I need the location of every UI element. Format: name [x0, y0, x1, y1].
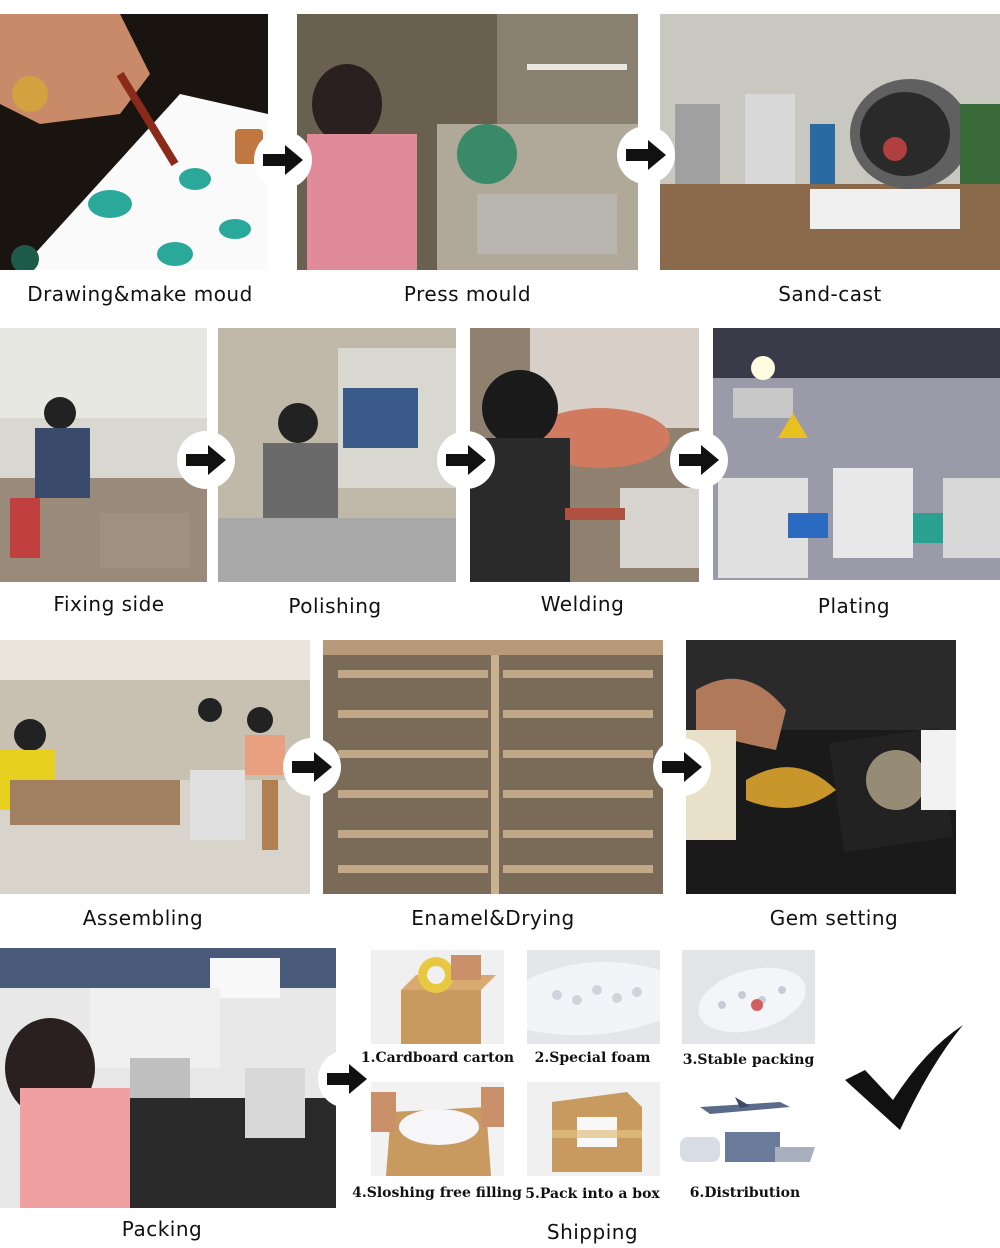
arrow-right-icon — [662, 752, 702, 782]
enamel-drying-photo — [323, 640, 663, 894]
fixing-side-photo — [0, 328, 207, 582]
step-caption-fixing: Fixing side — [53, 592, 165, 616]
arrow-7 — [653, 738, 711, 796]
step-caption-packing: Packing — [121, 1217, 203, 1241]
assembling-photo — [0, 640, 310, 894]
arrow-right-icon — [263, 145, 303, 175]
shipping-label-6: 6.Distribution — [689, 1185, 801, 1201]
step-caption-gem: Gem setting — [769, 906, 899, 930]
step-caption-drawing: Drawing&make moud — [27, 282, 253, 306]
gem-setting-photo — [686, 640, 956, 894]
arrow-8 — [318, 1050, 376, 1108]
arrow-5 — [670, 431, 728, 489]
press-mould-photo — [297, 14, 638, 270]
shipping-label-3: 3.Stable packing — [682, 1052, 815, 1068]
pack-into-box-photo — [527, 1082, 660, 1176]
sand-cast-photo — [660, 14, 1000, 270]
shipping-caption: Shipping — [546, 1220, 639, 1244]
shipping-label-1: 1.Cardboard carton — [360, 1050, 515, 1066]
shipping-label-2: 2.Special foam — [534, 1050, 651, 1066]
arrow-1 — [254, 131, 312, 189]
shipping-label-4: 4.Sloshing free filling — [352, 1185, 522, 1201]
polishing-photo — [218, 328, 456, 582]
arrow-6 — [283, 738, 341, 796]
stable-packing-photo — [682, 950, 815, 1044]
arrow-right-icon — [186, 445, 226, 475]
step-caption-assembling: Assembling — [82, 906, 204, 930]
drawing-photo — [0, 14, 268, 270]
arrow-right-icon — [292, 752, 332, 782]
arrow-right-icon — [446, 445, 486, 475]
step-caption-polishing: Polishing — [288, 594, 382, 618]
cardboard-carton-photo — [371, 950, 504, 1044]
shipping-label-5: 5.Pack into a box — [525, 1186, 660, 1202]
arrow-right-icon — [679, 445, 719, 475]
arrow-right-icon — [327, 1064, 367, 1094]
special-foam-photo — [527, 950, 660, 1044]
checkmark-icon — [845, 1025, 963, 1130]
packing-photo — [0, 948, 336, 1208]
welding-photo — [470, 328, 699, 582]
step-caption-welding: Welding — [540, 592, 625, 616]
distribution-photo — [670, 1082, 820, 1176]
step-caption-press: Press mould — [403, 282, 532, 306]
plating-photo — [713, 328, 1000, 580]
arrow-right-icon — [626, 140, 666, 170]
arrow-4 — [437, 431, 495, 489]
step-caption-plating: Plating — [817, 594, 891, 618]
sloshing-free-filling-photo — [371, 1082, 504, 1176]
arrow-2 — [617, 126, 675, 184]
step-caption-sandcast: Sand-cast — [778, 282, 882, 306]
arrow-3 — [177, 431, 235, 489]
step-caption-enamel: Enamel&Drying — [411, 906, 575, 930]
